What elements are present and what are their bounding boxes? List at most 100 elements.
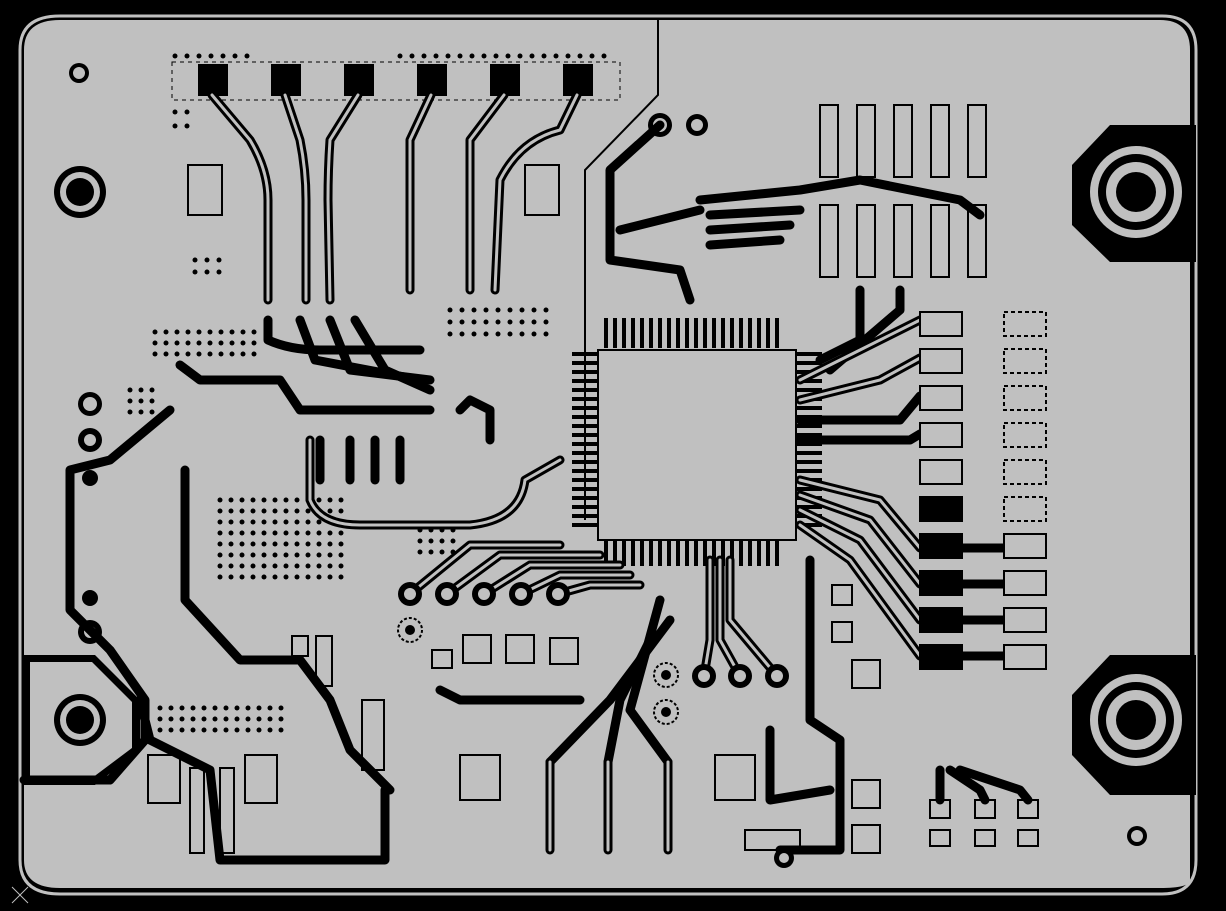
via xyxy=(223,716,229,722)
via xyxy=(543,319,549,325)
via xyxy=(481,53,487,59)
via xyxy=(234,716,240,722)
via xyxy=(305,508,311,514)
via xyxy=(250,563,256,569)
via xyxy=(493,53,499,59)
via xyxy=(228,563,234,569)
via xyxy=(519,319,525,325)
ic-pin xyxy=(748,318,752,348)
via xyxy=(127,398,133,404)
smd-pad xyxy=(856,104,876,178)
ic-pin xyxy=(667,540,671,566)
via xyxy=(283,563,289,569)
via xyxy=(283,497,289,503)
ic-pin xyxy=(649,318,653,348)
ic-pin xyxy=(572,415,598,419)
via xyxy=(239,519,245,525)
connector-pad xyxy=(1003,496,1047,522)
tht-drill xyxy=(661,707,671,717)
via xyxy=(174,351,180,357)
smd-pad xyxy=(967,204,987,278)
via xyxy=(267,716,273,722)
via xyxy=(543,307,549,313)
ic-pin xyxy=(631,540,635,566)
via xyxy=(228,497,234,503)
connector-pad xyxy=(1003,422,1047,448)
ic-pin xyxy=(604,318,608,348)
via xyxy=(261,541,267,547)
right-connector-pads xyxy=(919,311,1047,670)
ic-pin xyxy=(604,540,608,566)
via xyxy=(261,519,267,525)
via xyxy=(409,53,415,59)
via xyxy=(305,530,311,536)
via xyxy=(316,552,322,558)
via xyxy=(495,307,501,313)
via xyxy=(149,398,155,404)
via xyxy=(239,508,245,514)
via xyxy=(184,53,190,59)
via xyxy=(507,331,513,337)
via xyxy=(283,541,289,547)
via xyxy=(256,716,262,722)
via xyxy=(245,705,251,711)
ic-pin xyxy=(796,451,822,455)
via xyxy=(338,563,344,569)
smd-pad xyxy=(930,204,950,278)
ic-pin xyxy=(796,379,822,383)
ic-pin xyxy=(757,318,761,348)
via xyxy=(283,552,289,558)
via xyxy=(294,497,300,503)
via xyxy=(421,53,427,59)
ic-pin xyxy=(572,523,598,527)
ic-pin xyxy=(757,540,761,566)
via xyxy=(327,574,333,580)
via xyxy=(294,508,300,514)
ic-pin xyxy=(796,487,822,491)
ic-pin xyxy=(613,540,617,566)
ic-pin xyxy=(640,318,644,348)
via xyxy=(223,727,229,733)
via xyxy=(172,53,178,59)
tht-drill xyxy=(515,588,527,600)
via xyxy=(294,519,300,525)
via xyxy=(278,705,284,711)
ic-pin xyxy=(796,433,822,437)
via xyxy=(174,340,180,346)
via xyxy=(174,329,180,335)
via xyxy=(283,508,289,514)
via xyxy=(190,705,196,711)
via xyxy=(217,563,223,569)
ic-pin xyxy=(712,318,716,348)
via xyxy=(216,257,222,263)
via xyxy=(234,727,240,733)
via xyxy=(294,552,300,558)
via xyxy=(294,541,300,547)
via xyxy=(450,538,456,544)
via xyxy=(232,53,238,59)
via xyxy=(251,340,257,346)
via xyxy=(327,497,333,503)
via xyxy=(471,307,477,313)
via xyxy=(397,53,403,59)
via xyxy=(218,340,224,346)
via xyxy=(251,329,257,335)
ic-pin xyxy=(739,540,743,566)
via xyxy=(163,329,169,335)
via xyxy=(172,123,178,129)
tht-drill xyxy=(661,670,671,680)
via xyxy=(278,727,284,733)
via xyxy=(217,541,223,547)
via xyxy=(283,519,289,525)
tht-drill xyxy=(478,588,490,600)
ic-pin xyxy=(685,540,689,566)
via xyxy=(577,53,583,59)
via xyxy=(152,351,158,357)
ic-pin xyxy=(748,540,752,566)
via xyxy=(327,541,333,547)
via xyxy=(250,530,256,536)
connector-pad xyxy=(1003,533,1047,559)
via xyxy=(601,53,607,59)
via xyxy=(185,340,191,346)
via xyxy=(179,705,185,711)
